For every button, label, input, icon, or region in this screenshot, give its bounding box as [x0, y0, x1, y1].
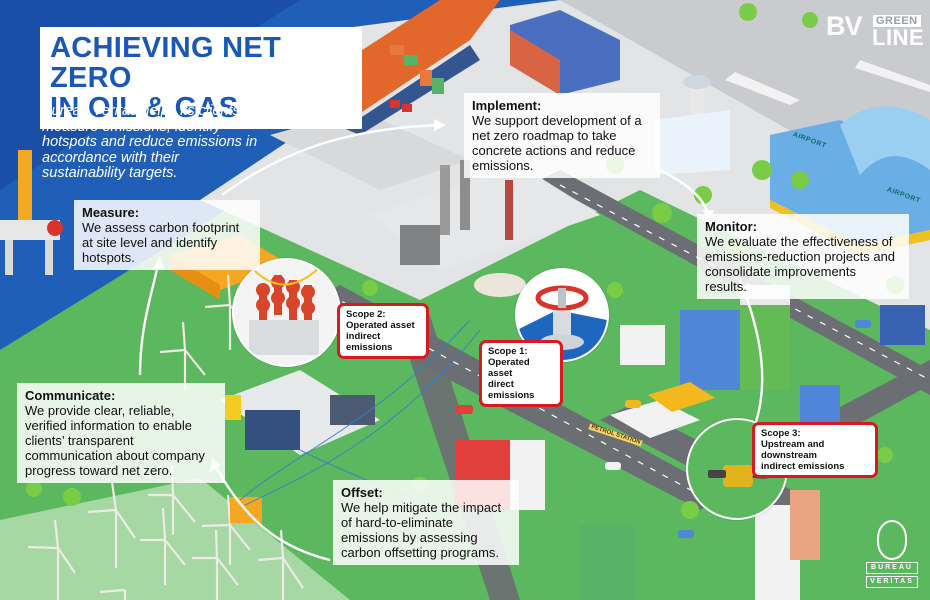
step-offset-title: Offset: [341, 485, 383, 500]
step-communicate-title: Communicate: [25, 388, 116, 403]
scope1-line1: Operated asset [488, 357, 530, 379]
step-monitor-body: We evaluate the effectiveness of emissio… [705, 234, 896, 294]
scope2-magnifier-circle [232, 258, 341, 367]
logo-line: LINE [872, 25, 925, 50]
step-offset-body: We help mitigate the impact of hard-to-e… [341, 500, 502, 560]
step-measure: Measure: We assess carbon footprint at s… [74, 200, 260, 270]
logo-bv: BV [826, 11, 863, 41]
title-line-2: IN OIL & GAS [50, 92, 239, 124]
title-line-1: ACHIEVING NET ZERO [50, 32, 282, 94]
scope1-callout: Scope 1: Operated asset direct emissions [479, 340, 563, 407]
step-implement-body: We support development of a net zero roa… [472, 113, 642, 173]
step-implement: Implement: We support development of a n… [464, 93, 660, 178]
logo-green: GREEN [873, 15, 921, 27]
scope2-line2: indirect emissions [346, 331, 393, 353]
step-communicate: Communicate: We provide clear, reliable,… [17, 383, 225, 483]
scope3-callout: Scope 3: Upstream and downstream indirec… [752, 422, 878, 478]
seal-word-1: BUREAU [866, 562, 918, 574]
step-measure-title: Measure: [82, 205, 140, 220]
insulator-icon [249, 267, 320, 355]
step-offset: Offset: We help mitigate the impact of h… [333, 480, 519, 565]
title-box: ACHIEVING NET ZERO IN OIL & GAS [40, 27, 362, 129]
bv-green-line-logo: BV GREEN LINE [826, 11, 924, 52]
scope3-line2: indirect emissions [761, 461, 845, 472]
scope1-line2: direct emissions [488, 379, 535, 401]
scope2-callout: Scope 2: Operated asset indirect emissio… [337, 303, 429, 359]
seal-word-2: VERITAS [866, 576, 918, 588]
scope2-line1: Operated asset [346, 320, 415, 331]
step-measure-body: We assess carbon footprint at site level… [82, 220, 240, 265]
step-monitor: Monitor: We evaluate the effectiveness o… [697, 214, 909, 299]
seal-emblem-icon [877, 520, 907, 560]
step-communicate-body: We provide clear, reliable, verified inf… [25, 403, 205, 478]
scope3-title: Scope 3: [761, 428, 801, 439]
step-monitor-title: Monitor: [705, 219, 757, 234]
intro-text: Bureau Veritas helps its clients to meas… [42, 103, 258, 181]
scope2-title: Scope 2: [346, 309, 386, 320]
scope3-line1: Upstream and downstream [761, 439, 825, 461]
bureau-veritas-seal: BUREAU VERITAS [866, 520, 918, 590]
scope1-title: Scope 1: [488, 346, 528, 357]
step-implement-title: Implement: [472, 98, 542, 113]
